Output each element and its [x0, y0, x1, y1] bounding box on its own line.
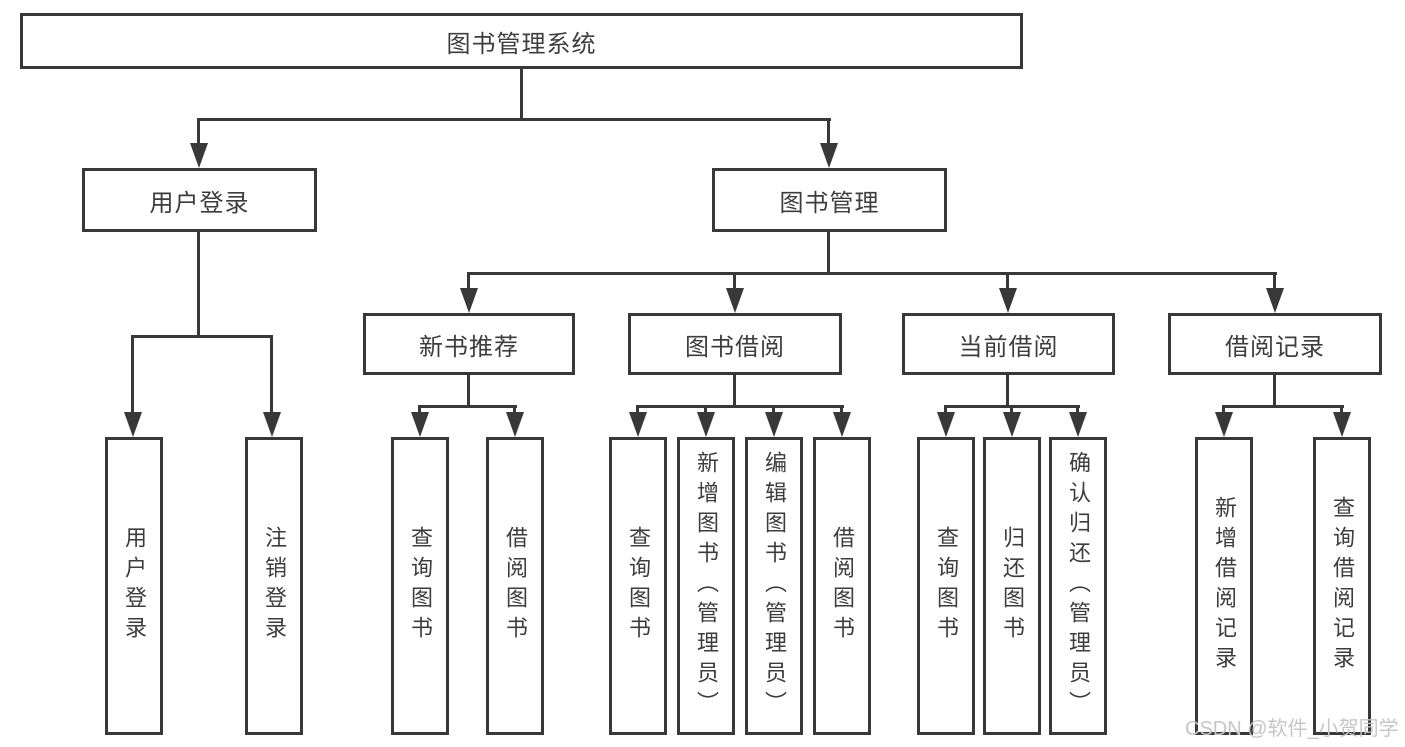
connector-line	[944, 405, 947, 417]
connector-line	[131, 335, 273, 338]
arrow-down-icon	[190, 143, 208, 168]
leaf-query-borrow-record: 查询借阅记录	[1313, 437, 1371, 735]
arrow-down-icon	[124, 412, 142, 437]
node-current-borrow: 当前借阅	[902, 313, 1115, 375]
connector-line	[197, 118, 200, 148]
leaf-query-books-recommend-label: 查询图书	[408, 526, 433, 646]
leaf-edit-book-admin: 编辑图书（管理员）	[745, 437, 803, 735]
leaf-query-books-recommend: 查询图书	[391, 437, 449, 735]
arrow-down-icon	[460, 288, 478, 313]
leaf-return-books: 归还图书	[983, 437, 1041, 735]
connector-line	[131, 335, 134, 417]
arrow-down-icon	[1266, 288, 1284, 313]
leaf-query-books-current: 查询图书	[917, 437, 975, 735]
connector-line	[418, 405, 517, 408]
leaf-add-borrow-record-label: 新增借阅记录	[1212, 496, 1237, 676]
connector-line	[270, 335, 273, 417]
node-borrow-records: 借阅记录	[1168, 313, 1382, 375]
arrow-down-icon	[999, 288, 1017, 313]
arrow-down-icon	[506, 412, 524, 437]
connector-line	[1222, 405, 1225, 417]
connector-line	[704, 405, 707, 417]
connector-line	[418, 405, 421, 417]
arrow-down-icon	[697, 412, 715, 437]
watermark: CSDN @软件_小贺同学	[1185, 718, 1399, 740]
connector-line	[733, 375, 736, 405]
leaf-query-borrow-record-label: 查询借阅记录	[1330, 496, 1355, 676]
leaf-logout: 注销登录	[245, 437, 303, 735]
connector-line	[636, 405, 844, 408]
node-borrow-records-label: 借阅记录	[1225, 333, 1325, 361]
leaf-edit-book-admin-label: 编辑图书（管理员）	[762, 451, 787, 721]
arrow-down-icon	[1003, 412, 1021, 437]
connector-line	[197, 232, 200, 335]
arrow-down-icon	[833, 412, 851, 437]
leaf-borrow-books-label: 借阅图书	[830, 526, 855, 646]
connector-line	[733, 272, 736, 293]
connector-line	[1076, 405, 1079, 417]
node-new-book-recommend-label: 新书推荐	[419, 333, 519, 361]
connector-line	[827, 118, 830, 148]
leaf-add-book-admin: 新增图书（管理员）	[677, 437, 735, 735]
node-book-borrow: 图书借阅	[628, 313, 842, 375]
arrow-down-icon	[629, 412, 647, 437]
leaf-query-books-borrow-label: 查询图书	[626, 526, 651, 646]
leaf-user-login: 用户登录	[105, 437, 163, 735]
connector-line	[1273, 375, 1276, 405]
arrow-down-icon	[263, 412, 281, 437]
connector-line	[1273, 272, 1276, 293]
arrow-down-icon	[726, 288, 744, 313]
node-user-login-label: 用户登录	[149, 189, 250, 217]
arrow-down-icon	[1215, 412, 1233, 437]
connector-line	[467, 272, 470, 293]
leaf-add-borrow-record: 新增借阅记录	[1195, 437, 1253, 735]
leaf-borrow-books: 借阅图书	[813, 437, 871, 735]
leaf-borrow-books-recommend-label: 借阅图书	[503, 526, 528, 646]
node-root: 图书管理系统	[20, 13, 1023, 69]
leaf-query-books-current-label: 查询图书	[934, 526, 959, 646]
connector-line	[636, 405, 639, 417]
node-book-borrow-label: 图书借阅	[685, 333, 785, 361]
node-book-management-label: 图书管理	[779, 189, 880, 217]
leaf-user-login-label: 用户登录	[122, 526, 147, 646]
node-current-borrow-label: 当前借阅	[958, 333, 1059, 361]
node-new-book-recommend: 新书推荐	[363, 313, 575, 375]
connector-line	[467, 375, 470, 405]
leaf-logout-label: 注销登录	[262, 526, 287, 646]
leaf-add-book-admin-label: 新增图书（管理员）	[694, 451, 719, 721]
arrow-down-icon	[411, 412, 429, 437]
connector-line	[1006, 272, 1009, 293]
leaf-confirm-return-admin: 确认归还（管理员）	[1049, 437, 1107, 735]
leaf-query-books-borrow: 查询图书	[609, 437, 667, 735]
node-user-login: 用户登录	[82, 168, 317, 232]
connector-line	[827, 232, 830, 272]
connector-line	[513, 405, 516, 417]
arrow-down-icon	[1069, 412, 1087, 437]
connector-line	[1010, 405, 1013, 417]
connector-line	[1006, 375, 1009, 405]
connector-line	[840, 405, 843, 417]
connector-line	[772, 405, 775, 417]
arrow-down-icon	[1333, 412, 1351, 437]
node-root-label: 图书管理系统	[446, 30, 597, 58]
connector-line	[520, 69, 523, 118]
connector-line	[1340, 405, 1343, 417]
leaf-confirm-return-admin-label: 确认归还（管理员）	[1066, 451, 1091, 721]
connector-line	[1222, 405, 1344, 408]
leaf-return-books-label: 归还图书	[1000, 526, 1025, 646]
connector-line	[197, 118, 831, 121]
arrow-down-icon	[765, 412, 783, 437]
connector-line	[467, 272, 1277, 275]
leaf-borrow-books-recommend: 借阅图书	[486, 437, 544, 735]
arrow-down-icon	[820, 143, 838, 168]
node-book-management: 图书管理	[712, 168, 947, 232]
arrow-down-icon	[937, 412, 955, 437]
